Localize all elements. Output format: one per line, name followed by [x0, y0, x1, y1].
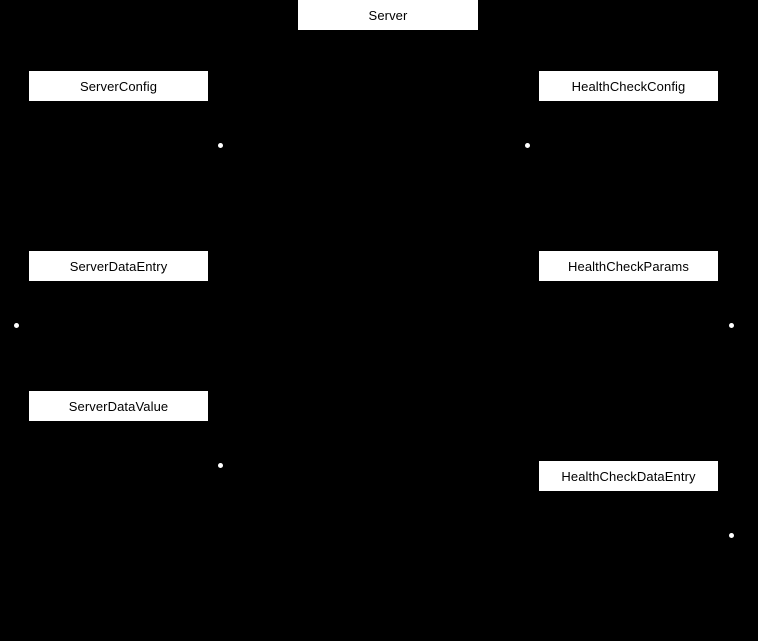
edge-marker-dot-6: [728, 532, 734, 538]
class-node-server[interactable]: Server: [298, 0, 478, 30]
edge-marker-dot-5: [217, 462, 223, 468]
class-node-label-health-check-params: HealthCheckParams: [568, 258, 689, 274]
class-node-label-health-check-data-entry: HealthCheckDataEntry: [561, 468, 696, 484]
class-node-label-server-config: ServerConfig: [79, 78, 158, 94]
class-node-health-check-params[interactable]: HealthCheckParams: [539, 251, 718, 281]
class-node-label-server-data-value: ServerDataValue: [68, 398, 169, 414]
class-node-server-data-entry[interactable]: ServerDataEntry: [29, 251, 208, 281]
edge-marker-dot-4: [728, 322, 734, 328]
class-node-label-server: Server: [368, 7, 408, 23]
edge-marker-dot-2: [524, 142, 530, 148]
class-node-server-config[interactable]: ServerConfig: [29, 71, 208, 101]
class-node-health-check-data-entry[interactable]: HealthCheckDataEntry: [539, 461, 718, 491]
edge-marker-dot-3: [13, 322, 19, 328]
class-node-health-check-config[interactable]: HealthCheckConfig: [539, 71, 718, 101]
edge-marker-dot-1: [217, 142, 223, 148]
class-node-label-server-data-entry: ServerDataEntry: [69, 258, 168, 274]
class-node-server-data-value[interactable]: ServerDataValue: [29, 391, 208, 421]
class-node-label-health-check-config: HealthCheckConfig: [571, 78, 686, 94]
